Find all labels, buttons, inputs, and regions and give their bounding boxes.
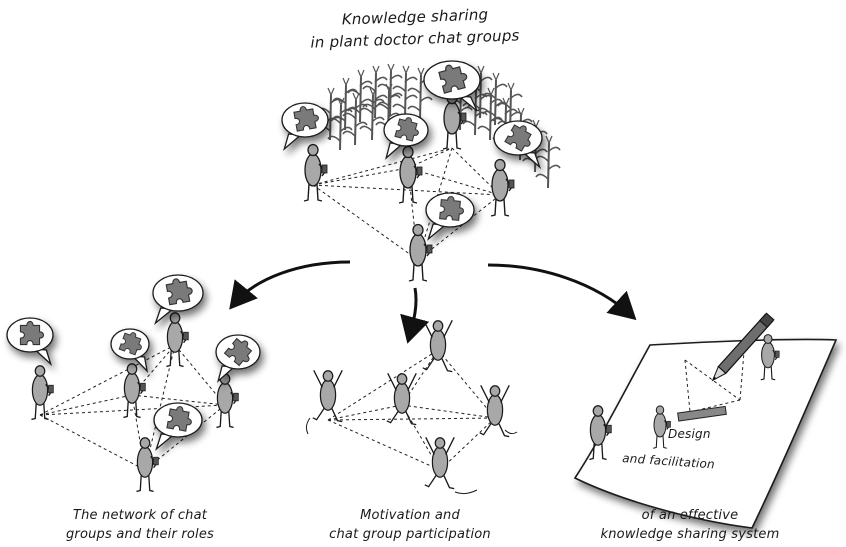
caption-motivation-line-2: chat group participation — [329, 527, 491, 542]
phone-icon — [183, 331, 189, 341]
phone-icon — [606, 424, 612, 434]
maize-plant-icon — [362, 65, 388, 119]
designer-figure — [589, 405, 612, 461]
caption-network-line-1: The network of chat — [72, 508, 208, 523]
caption-network-line-2: groups and their roles — [65, 527, 215, 542]
phone-icon — [416, 166, 423, 176]
puzzle-piece-icon — [165, 278, 193, 306]
plant-doctor-figure — [490, 158, 515, 217]
speech-bubble — [153, 402, 203, 451]
plant-doctor-figure — [216, 373, 239, 429]
maize-plant-icon — [482, 72, 508, 126]
middle-panel-motivation — [305, 320, 518, 495]
dancing-plant-doctor — [424, 437, 455, 490]
maize-plant-icon — [359, 87, 385, 141]
designer-figure — [760, 334, 780, 381]
speech-bubble — [425, 192, 475, 241]
panel-caption-system: of an effective knowledge sharing system — [575, 506, 805, 544]
designer-figure — [653, 405, 671, 449]
caption-motivation-line-1: Motivation and — [360, 508, 460, 523]
plant-doctor-figure — [303, 143, 328, 202]
top-scene — [281, 60, 561, 282]
puzzle-piece-icon — [293, 106, 319, 132]
puzzle-piece-icon — [439, 195, 465, 221]
maize-plant-icon — [392, 65, 418, 119]
flow-arrows — [229, 260, 637, 344]
phone-icon — [508, 179, 515, 189]
speech-bubble — [493, 120, 543, 170]
speech-bubble — [383, 113, 429, 160]
maize-field — [317, 63, 561, 189]
plant-doctor-figure — [166, 312, 189, 368]
puzzle-piece-icon — [394, 117, 419, 142]
dancing-plant-doctor — [479, 385, 510, 438]
maize-plant-icon — [317, 87, 343, 141]
puzzle-piece-icon — [118, 332, 142, 356]
left-panel-network — [6, 274, 261, 493]
puzzle-piece-icon — [438, 64, 468, 94]
maize-plant-icon — [327, 97, 353, 151]
maize-plant-icon — [347, 69, 373, 123]
maize-plant-icon — [342, 92, 368, 146]
speech-bubble — [423, 60, 481, 112]
plant-doctor-figure — [442, 91, 467, 150]
phone-icon — [48, 384, 54, 394]
maize-plant-icon — [477, 87, 503, 141]
arrow-left — [229, 260, 351, 310]
paper-design-label: Design — [668, 427, 711, 441]
caption-system-line-1: of an effective — [641, 508, 739, 523]
plant-doctor-figure — [136, 437, 159, 493]
phone-icon — [666, 420, 671, 428]
phone-icon — [153, 456, 159, 466]
speech-bubble — [281, 102, 329, 151]
phone-icon — [140, 382, 146, 392]
plant-doctor-figure — [398, 145, 423, 204]
panel-caption-network: The network of chat groups and their rol… — [30, 506, 250, 544]
dancing-plant-doctor — [386, 373, 417, 426]
phone-icon — [460, 112, 467, 122]
diagram-title: Knowledge sharing in plant doctor chat g… — [290, 5, 540, 51]
left-speech-bubbles — [6, 274, 261, 451]
right-panel-design: Design and facilitation — [573, 312, 838, 529]
dancing-plant-doctors — [305, 320, 518, 495]
motion-lines — [305, 417, 518, 495]
pencil-icon — [711, 312, 775, 382]
arrow-right — [487, 263, 637, 321]
speech-bubble — [215, 334, 261, 383]
designer-figures — [589, 334, 780, 461]
phone-icon — [426, 244, 433, 254]
puzzle-piece-icon — [223, 337, 253, 367]
speech-bubble — [110, 328, 150, 373]
caption-system-line-2: knowledge sharing system — [600, 527, 780, 542]
paper-facilitation-label: and facilitation — [622, 451, 716, 471]
speech-bubble — [6, 317, 54, 367]
puzzle-piece-icon — [504, 124, 532, 152]
mini-keyboard — [677, 405, 727, 422]
plant-doctor-figure — [31, 365, 54, 421]
left-plant-doctors — [31, 312, 239, 493]
dancing-plant-doctor — [422, 320, 453, 373]
phone-icon — [774, 350, 780, 358]
phone-icon — [321, 164, 328, 174]
maize-plant-icon — [535, 135, 561, 189]
panel-caption-motivation: Motivation and chat group participation — [300, 506, 520, 544]
puzzle-piece-icon — [19, 320, 45, 346]
dancing-plant-doctor — [312, 370, 343, 423]
puzzle-piece-icon — [166, 406, 192, 432]
maize-plant-icon — [332, 77, 358, 131]
plant-doctor-figure — [408, 223, 433, 282]
speech-bubble — [152, 274, 204, 325]
arrow-center — [400, 287, 430, 344]
plant-doctor-figure — [123, 363, 146, 419]
top-speech-bubbles — [281, 60, 543, 241]
phone-icon — [233, 392, 239, 402]
